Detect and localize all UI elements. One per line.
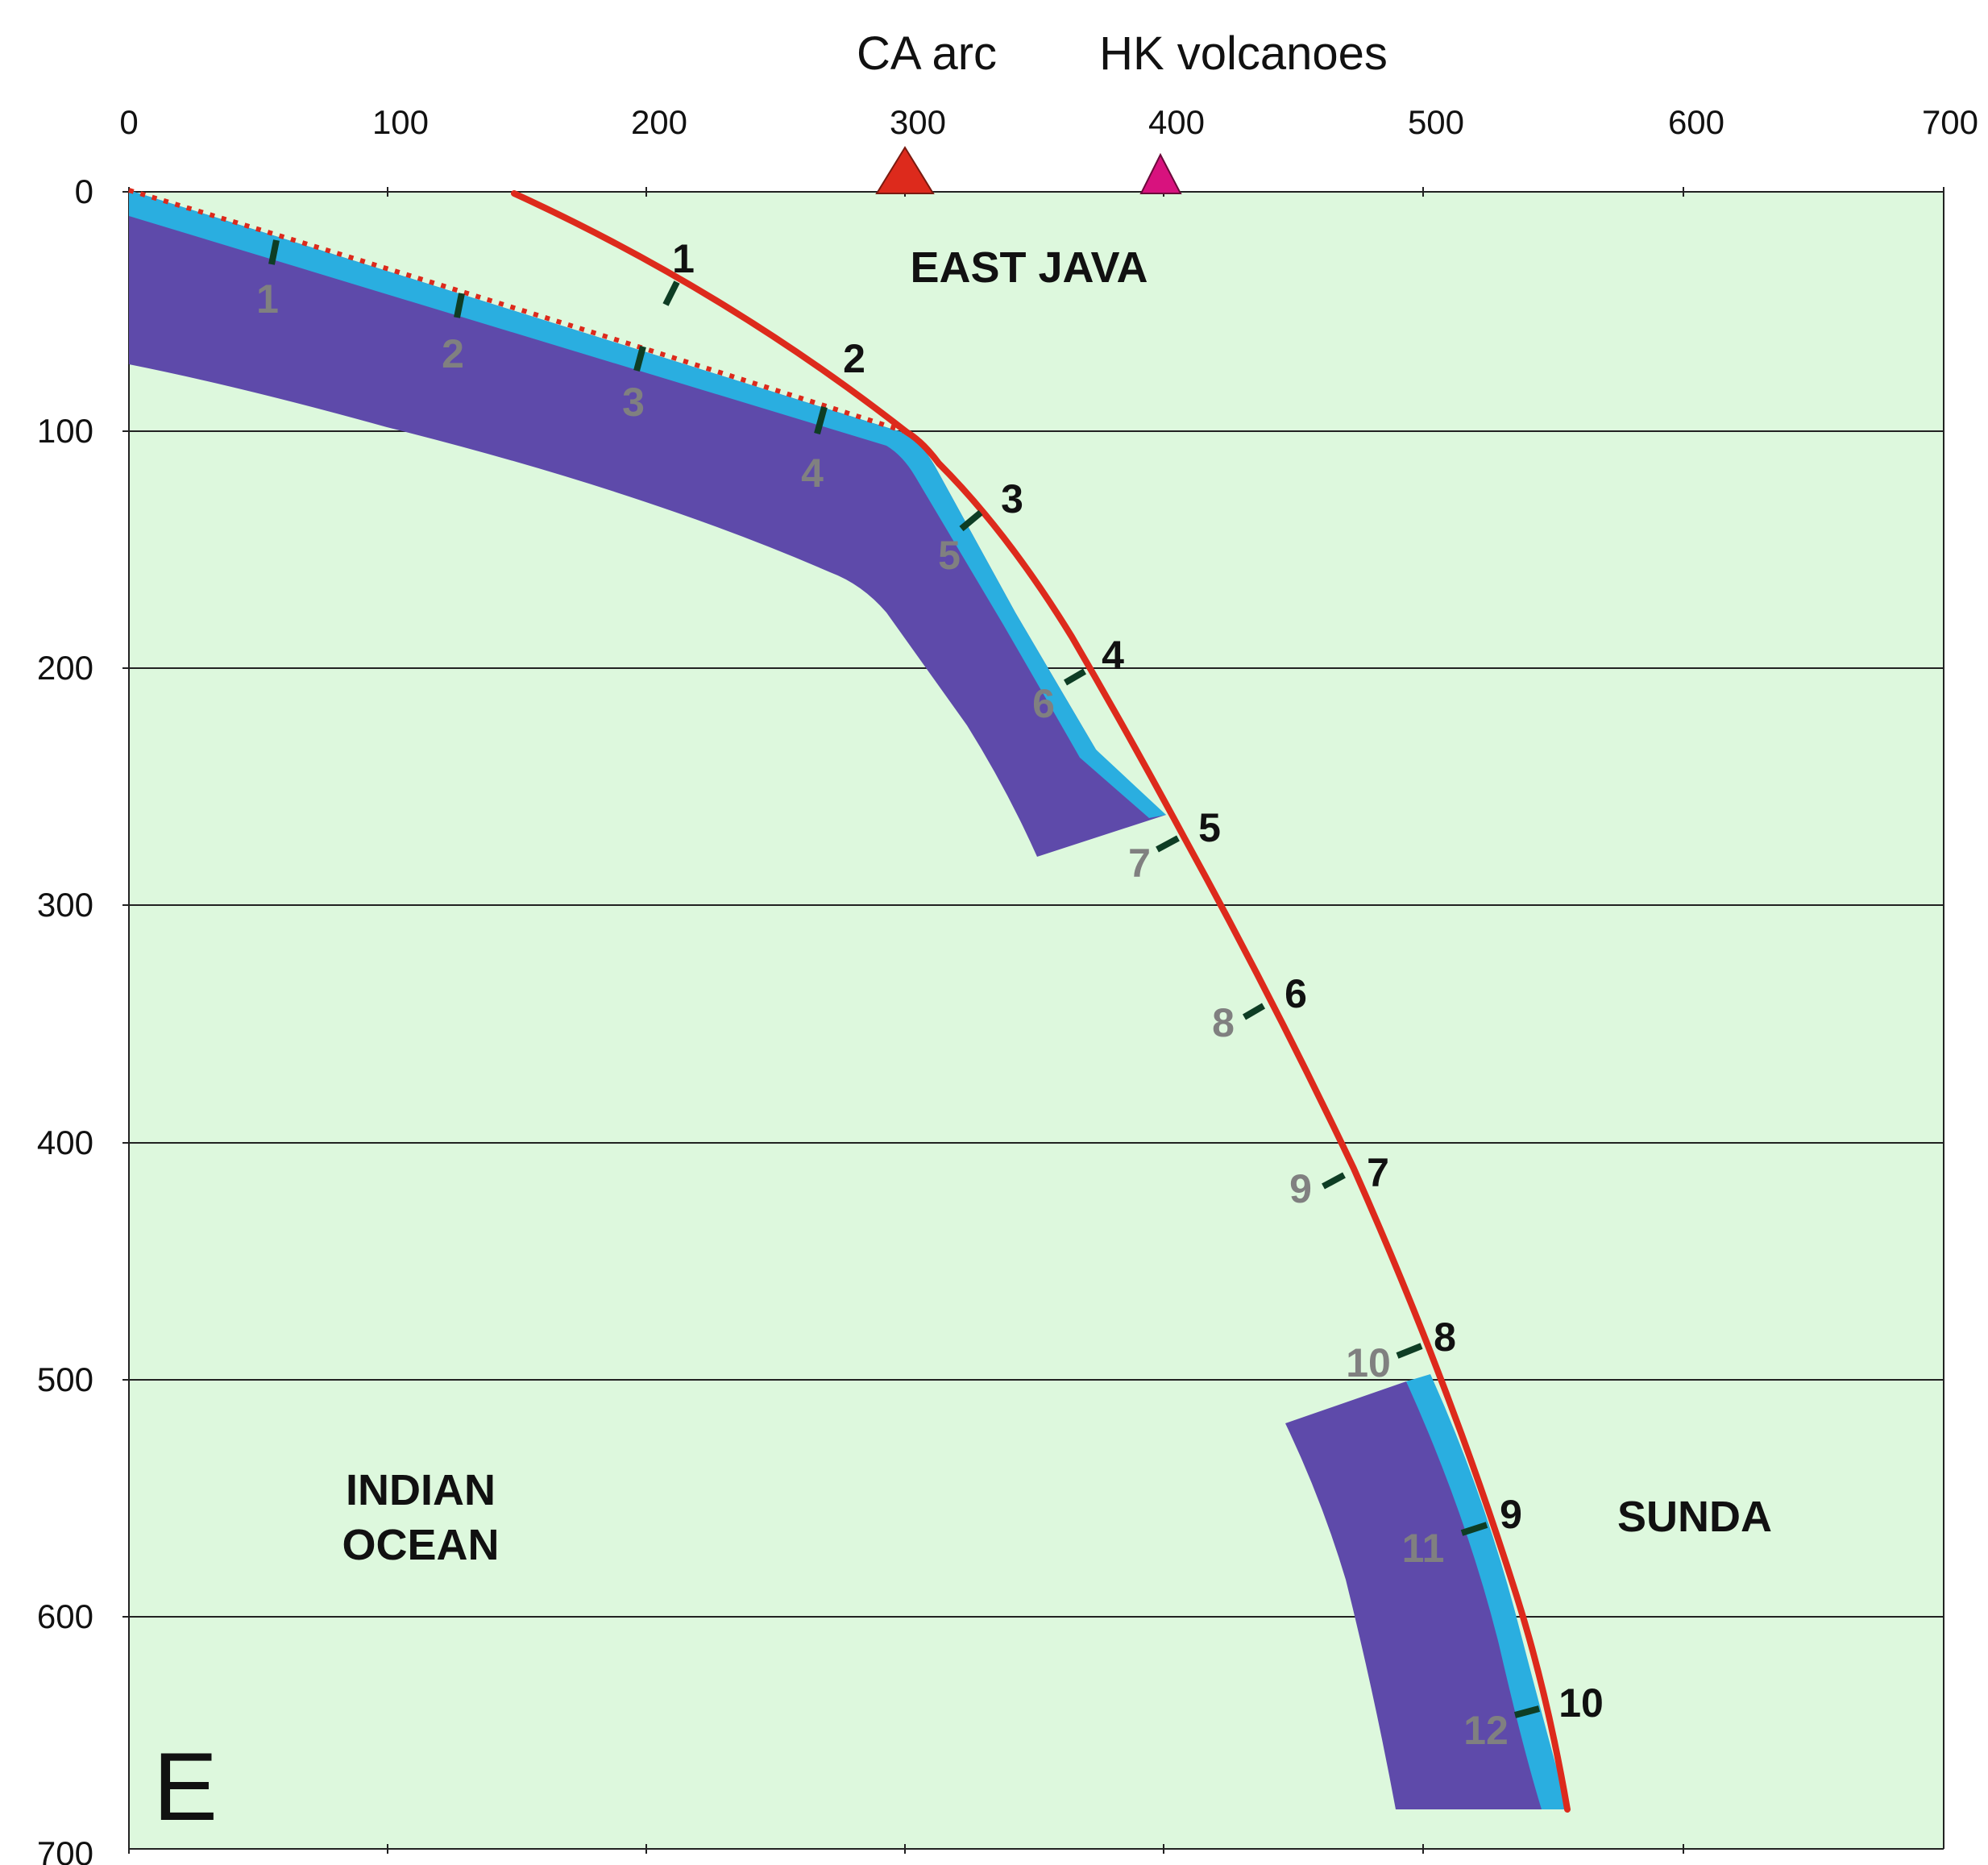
slab-label-3: 3 <box>622 380 645 425</box>
surface-marker-ticks <box>662 280 680 306</box>
x-tick-label-400: 400 <box>1148 103 1205 141</box>
grid-lines <box>129 430 1944 1618</box>
y-tick-label-600: 600 <box>37 1597 93 1635</box>
slab-label-11: 11 <box>1402 1526 1445 1571</box>
x-tick-label-700: 700 <box>1922 103 1978 141</box>
bottom-axis-ticks <box>128 1844 1684 1854</box>
slab-tick-5 <box>959 509 983 532</box>
slab-upper-body <box>129 190 1166 857</box>
slab-tick-2 <box>454 293 465 318</box>
hk-volcano-triangle-icon <box>1139 152 1182 194</box>
slab-label-5: 5 <box>938 533 961 578</box>
slab-tick-10 <box>1396 1343 1423 1359</box>
east-java-label: EAST JAVA <box>910 243 1148 292</box>
slab-label-1: 1 <box>256 276 279 322</box>
y-tick-label-100: 100 <box>37 412 93 450</box>
slab-marker-ticks <box>268 239 1541 1718</box>
y-tick-label-400: 400 <box>37 1124 93 1161</box>
ca-arc-label: CA arc <box>857 27 997 80</box>
surface-label-4: 4 <box>1102 633 1124 678</box>
plot-frame <box>128 191 1944 1850</box>
surface-label-5: 5 <box>1198 805 1221 850</box>
ca-arc-triangle-icon <box>875 146 935 194</box>
slab-tick-4 <box>814 405 828 435</box>
hk-volcanoes-label: HK volcanoes <box>1099 27 1388 80</box>
surface-label-2: 2 <box>843 336 865 381</box>
y-tick-label-300: 300 <box>37 886 93 924</box>
x-tick-label-500: 500 <box>1408 103 1464 141</box>
y-tick-labels: 0 100 200 300 400 500 600 700 <box>37 172 93 1865</box>
slab-label-12: 12 <box>1463 1708 1509 1753</box>
surface-tick-1 <box>662 280 680 306</box>
y-tick-label-700: 700 <box>37 1834 93 1865</box>
slab-tick-9 <box>1322 1172 1346 1190</box>
indian-ocean-label-line1: INDIAN <box>346 1466 496 1514</box>
surface-label-6: 6 <box>1285 971 1307 1016</box>
indian-ocean-label-line2: OCEAN <box>342 1521 499 1569</box>
slab-tick-7 <box>1156 835 1180 853</box>
x-tick-label-0: 0 <box>119 103 138 141</box>
slab-label-7: 7 <box>1128 841 1151 886</box>
surface-label-8: 8 <box>1434 1315 1456 1360</box>
slab-tick-3 <box>633 345 646 372</box>
slab-tick-1 <box>268 239 280 265</box>
surface-marker-labels: 1 2 3 4 5 6 7 8 9 10 <box>672 236 1604 1726</box>
surface-label-9: 9 <box>1500 1492 1522 1537</box>
surface-label-3: 3 <box>1001 476 1023 521</box>
sunda-label: SUNDA <box>1617 1493 1772 1541</box>
slab-label-4: 4 <box>801 451 824 496</box>
x-tick-label-600: 600 <box>1668 103 1724 141</box>
plot-background <box>129 192 1944 1849</box>
slab-label-8: 8 <box>1212 1000 1235 1045</box>
y-tick-label-200: 200 <box>37 649 93 687</box>
slab-tick-6 <box>1063 668 1087 686</box>
slab-label-2: 2 <box>442 331 464 376</box>
slab-tick-8 <box>1242 1003 1266 1020</box>
slab-label-10: 10 <box>1346 1340 1391 1385</box>
y-tick-label-500: 500 <box>37 1360 93 1398</box>
left-axis-ticks <box>122 191 135 1618</box>
slab-lower-top <box>1406 1374 1568 1809</box>
surface-label-1: 1 <box>672 236 695 281</box>
slab-lower-body <box>1285 1381 1566 1809</box>
surface-label-7: 7 <box>1367 1150 1389 1195</box>
slab-label-6: 6 <box>1032 681 1055 726</box>
slab-tick-12 <box>1513 1705 1541 1718</box>
panel-letter: E <box>153 1733 218 1841</box>
surface-label-10: 10 <box>1558 1680 1604 1726</box>
slab-marker-labels: 1 2 3 4 5 6 7 8 9 10 11 12 <box>256 276 1509 1753</box>
x-tick-label-200: 200 <box>631 103 687 141</box>
x-tick-label-300: 300 <box>890 103 946 141</box>
x-tick-label-100: 100 <box>372 103 429 141</box>
slab-tick-11 <box>1460 1522 1488 1536</box>
y-tick-label-0: 0 <box>75 172 93 210</box>
red-curve <box>511 190 1571 1813</box>
x-tick-labels: 0 100 200 300 400 500 600 700 <box>119 103 1978 141</box>
slab-label-9: 9 <box>1289 1166 1312 1211</box>
